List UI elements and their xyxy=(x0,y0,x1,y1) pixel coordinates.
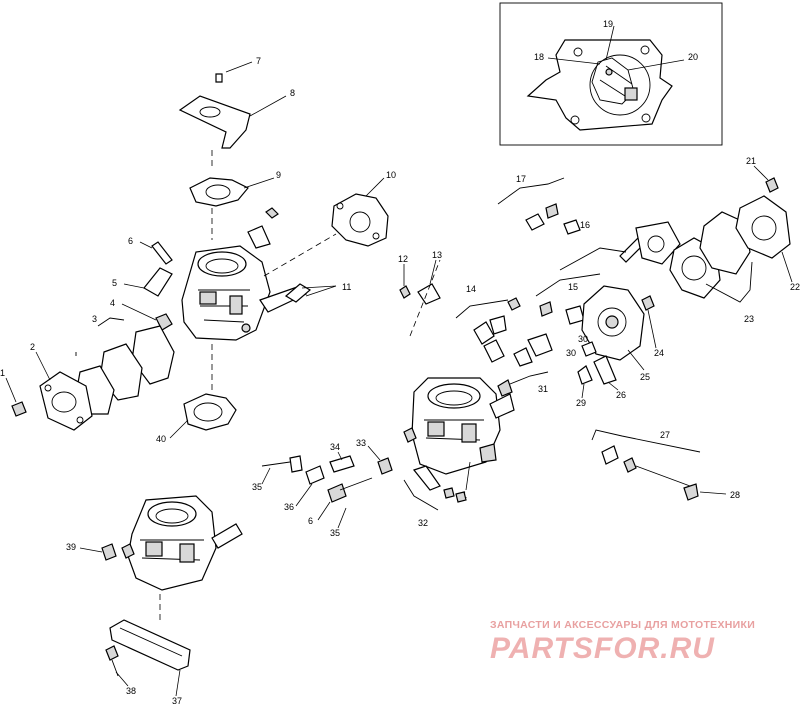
inset-detail: 19 18 20 xyxy=(499,2,723,146)
callout-1: 1 xyxy=(0,368,5,378)
callout-6b: 6 xyxy=(308,516,313,526)
callout-14: 14 xyxy=(466,284,476,294)
lower-rod-group: 27 28 xyxy=(591,429,740,501)
lever-26 xyxy=(593,355,617,385)
callout-16: 16 xyxy=(580,220,590,230)
callout-13: 13 xyxy=(432,250,442,260)
callout-22: 22 xyxy=(790,282,800,292)
nut-39 xyxy=(101,543,117,561)
callout-35: 35 xyxy=(252,482,262,492)
housing-16 xyxy=(635,221,681,265)
callout-11: 11 xyxy=(342,282,351,292)
callout-23: 23 xyxy=(744,314,754,324)
callout-39: 39 xyxy=(66,542,76,552)
cover-2 xyxy=(39,371,93,431)
callout-21: 21 xyxy=(746,156,756,166)
nut-33 xyxy=(377,457,393,475)
lower-carburetor-group: 39 37 38 xyxy=(66,495,243,706)
callout-33: 33 xyxy=(356,438,366,448)
fitting-36 xyxy=(305,465,325,485)
screw-38 xyxy=(105,645,119,661)
callout-37: 37 xyxy=(172,696,182,706)
callout-15: 15 xyxy=(568,282,578,292)
part-34 xyxy=(329,455,355,473)
callout-32: 32 xyxy=(418,518,428,528)
callout-29: 29 xyxy=(576,398,586,408)
callout-5: 5 xyxy=(112,278,117,288)
callout-26: 26 xyxy=(616,390,626,400)
callout-7: 7 xyxy=(256,56,261,66)
clamp-6 xyxy=(327,483,347,503)
upper-carburetor-group: 7 8 9 10 11 xyxy=(0,56,396,444)
inset-housing xyxy=(526,39,673,131)
watermark-logo: PARTSFOR.RU xyxy=(490,632,715,665)
gasket-9 xyxy=(189,177,249,207)
callout-19: 19 xyxy=(603,19,613,29)
callout-18: 18 xyxy=(534,52,544,62)
part-12 xyxy=(399,285,411,299)
jet-32 xyxy=(412,465,441,491)
part-24 xyxy=(641,295,655,311)
callout-38: 38 xyxy=(126,686,136,696)
callout-3: 3 xyxy=(92,314,97,324)
callout-17: 17 xyxy=(516,174,526,184)
callout-40: 40 xyxy=(156,434,166,444)
screw-21 xyxy=(765,177,779,193)
part-29 xyxy=(577,365,593,385)
watermark: ЗАПЧАСТИ И АКСЕССУАРЫ ДЛЯ МОТОТЕХНИКИ PA… xyxy=(490,619,755,665)
callout-12: 12 xyxy=(398,254,408,264)
callout-27: 27 xyxy=(660,430,670,440)
screw-7 xyxy=(215,73,223,83)
part-13 xyxy=(417,283,441,305)
callout-6: 6 xyxy=(128,236,133,246)
callout-30b: 30 xyxy=(578,334,588,344)
plate-37 xyxy=(109,619,191,671)
cover-22 xyxy=(735,195,791,259)
callout-36: 36 xyxy=(284,502,294,512)
callout-28: 28 xyxy=(730,490,740,500)
inset-bore xyxy=(589,54,651,116)
callout-2: 2 xyxy=(30,342,35,352)
watermark-tagline: ЗАПЧАСТИ И АКСЕССУАРЫ ДЛЯ МОТОТЕХНИКИ xyxy=(490,619,755,631)
callout-35b: 35 xyxy=(330,528,340,538)
callout-8: 8 xyxy=(290,88,295,98)
callout-9: 9 xyxy=(276,170,281,180)
callout-10: 10 xyxy=(386,170,396,180)
right-pump-group: 17 16 15 25 24 30 30 26 29 xyxy=(497,156,800,408)
callout-30: 30 xyxy=(566,348,576,358)
callout-31: 31 xyxy=(538,384,548,394)
middle-carburetor-group: 14 31 1 32 xyxy=(403,259,553,528)
inset-frame xyxy=(499,2,723,146)
callout-24: 24 xyxy=(654,348,664,358)
callout-25: 25 xyxy=(640,372,650,382)
screw-1 xyxy=(11,401,27,417)
callout-4: 4 xyxy=(110,298,115,308)
hose-5 xyxy=(143,267,173,297)
callout-20: 20 xyxy=(688,52,698,62)
pump-10 xyxy=(331,193,389,247)
tube-6 xyxy=(151,241,173,265)
center-parts-group: 12 13 35 36 34 6 35 33 xyxy=(252,250,442,538)
nut-28 xyxy=(683,483,699,501)
callout-34: 34 xyxy=(330,442,340,452)
gasket-40 xyxy=(183,393,237,431)
bracket-8 xyxy=(178,95,251,149)
